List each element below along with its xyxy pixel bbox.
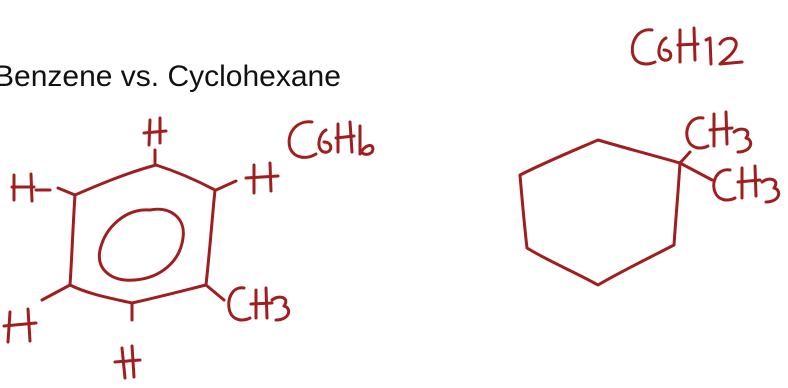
atom-ch3-benzene — [227, 286, 291, 322]
bond-ch3 — [204, 283, 226, 302]
atom-h-bottom — [113, 344, 142, 380]
formula-benzene — [287, 120, 375, 159]
atom-ch3-upper — [685, 110, 753, 154]
benzene-aromatic-circle — [97, 207, 185, 282]
atom-ch3-lower — [712, 164, 781, 204]
bond-lower-ch3 — [678, 161, 714, 182]
atom-h-left — [10, 172, 52, 203]
bond-upper-ch3 — [678, 150, 692, 165]
atom-h-upper-right — [244, 161, 280, 195]
cyclohexane-ring-bond — [518, 138, 682, 287]
bond-upper-right-h — [214, 179, 238, 192]
bond-left-h — [56, 186, 77, 197]
formula-cyclohexane — [630, 26, 744, 66]
atom-h-top — [142, 116, 168, 147]
atom-h-lower-left — [2, 307, 38, 344]
benzene-structure — [2, 116, 375, 380]
cyclohexane-structure — [518, 26, 781, 287]
bond-lower-left-h — [40, 283, 72, 302]
benzene-ring-bond — [68, 163, 217, 305]
page-title: Benzene vs. Cyclohexane — [0, 60, 341, 93]
